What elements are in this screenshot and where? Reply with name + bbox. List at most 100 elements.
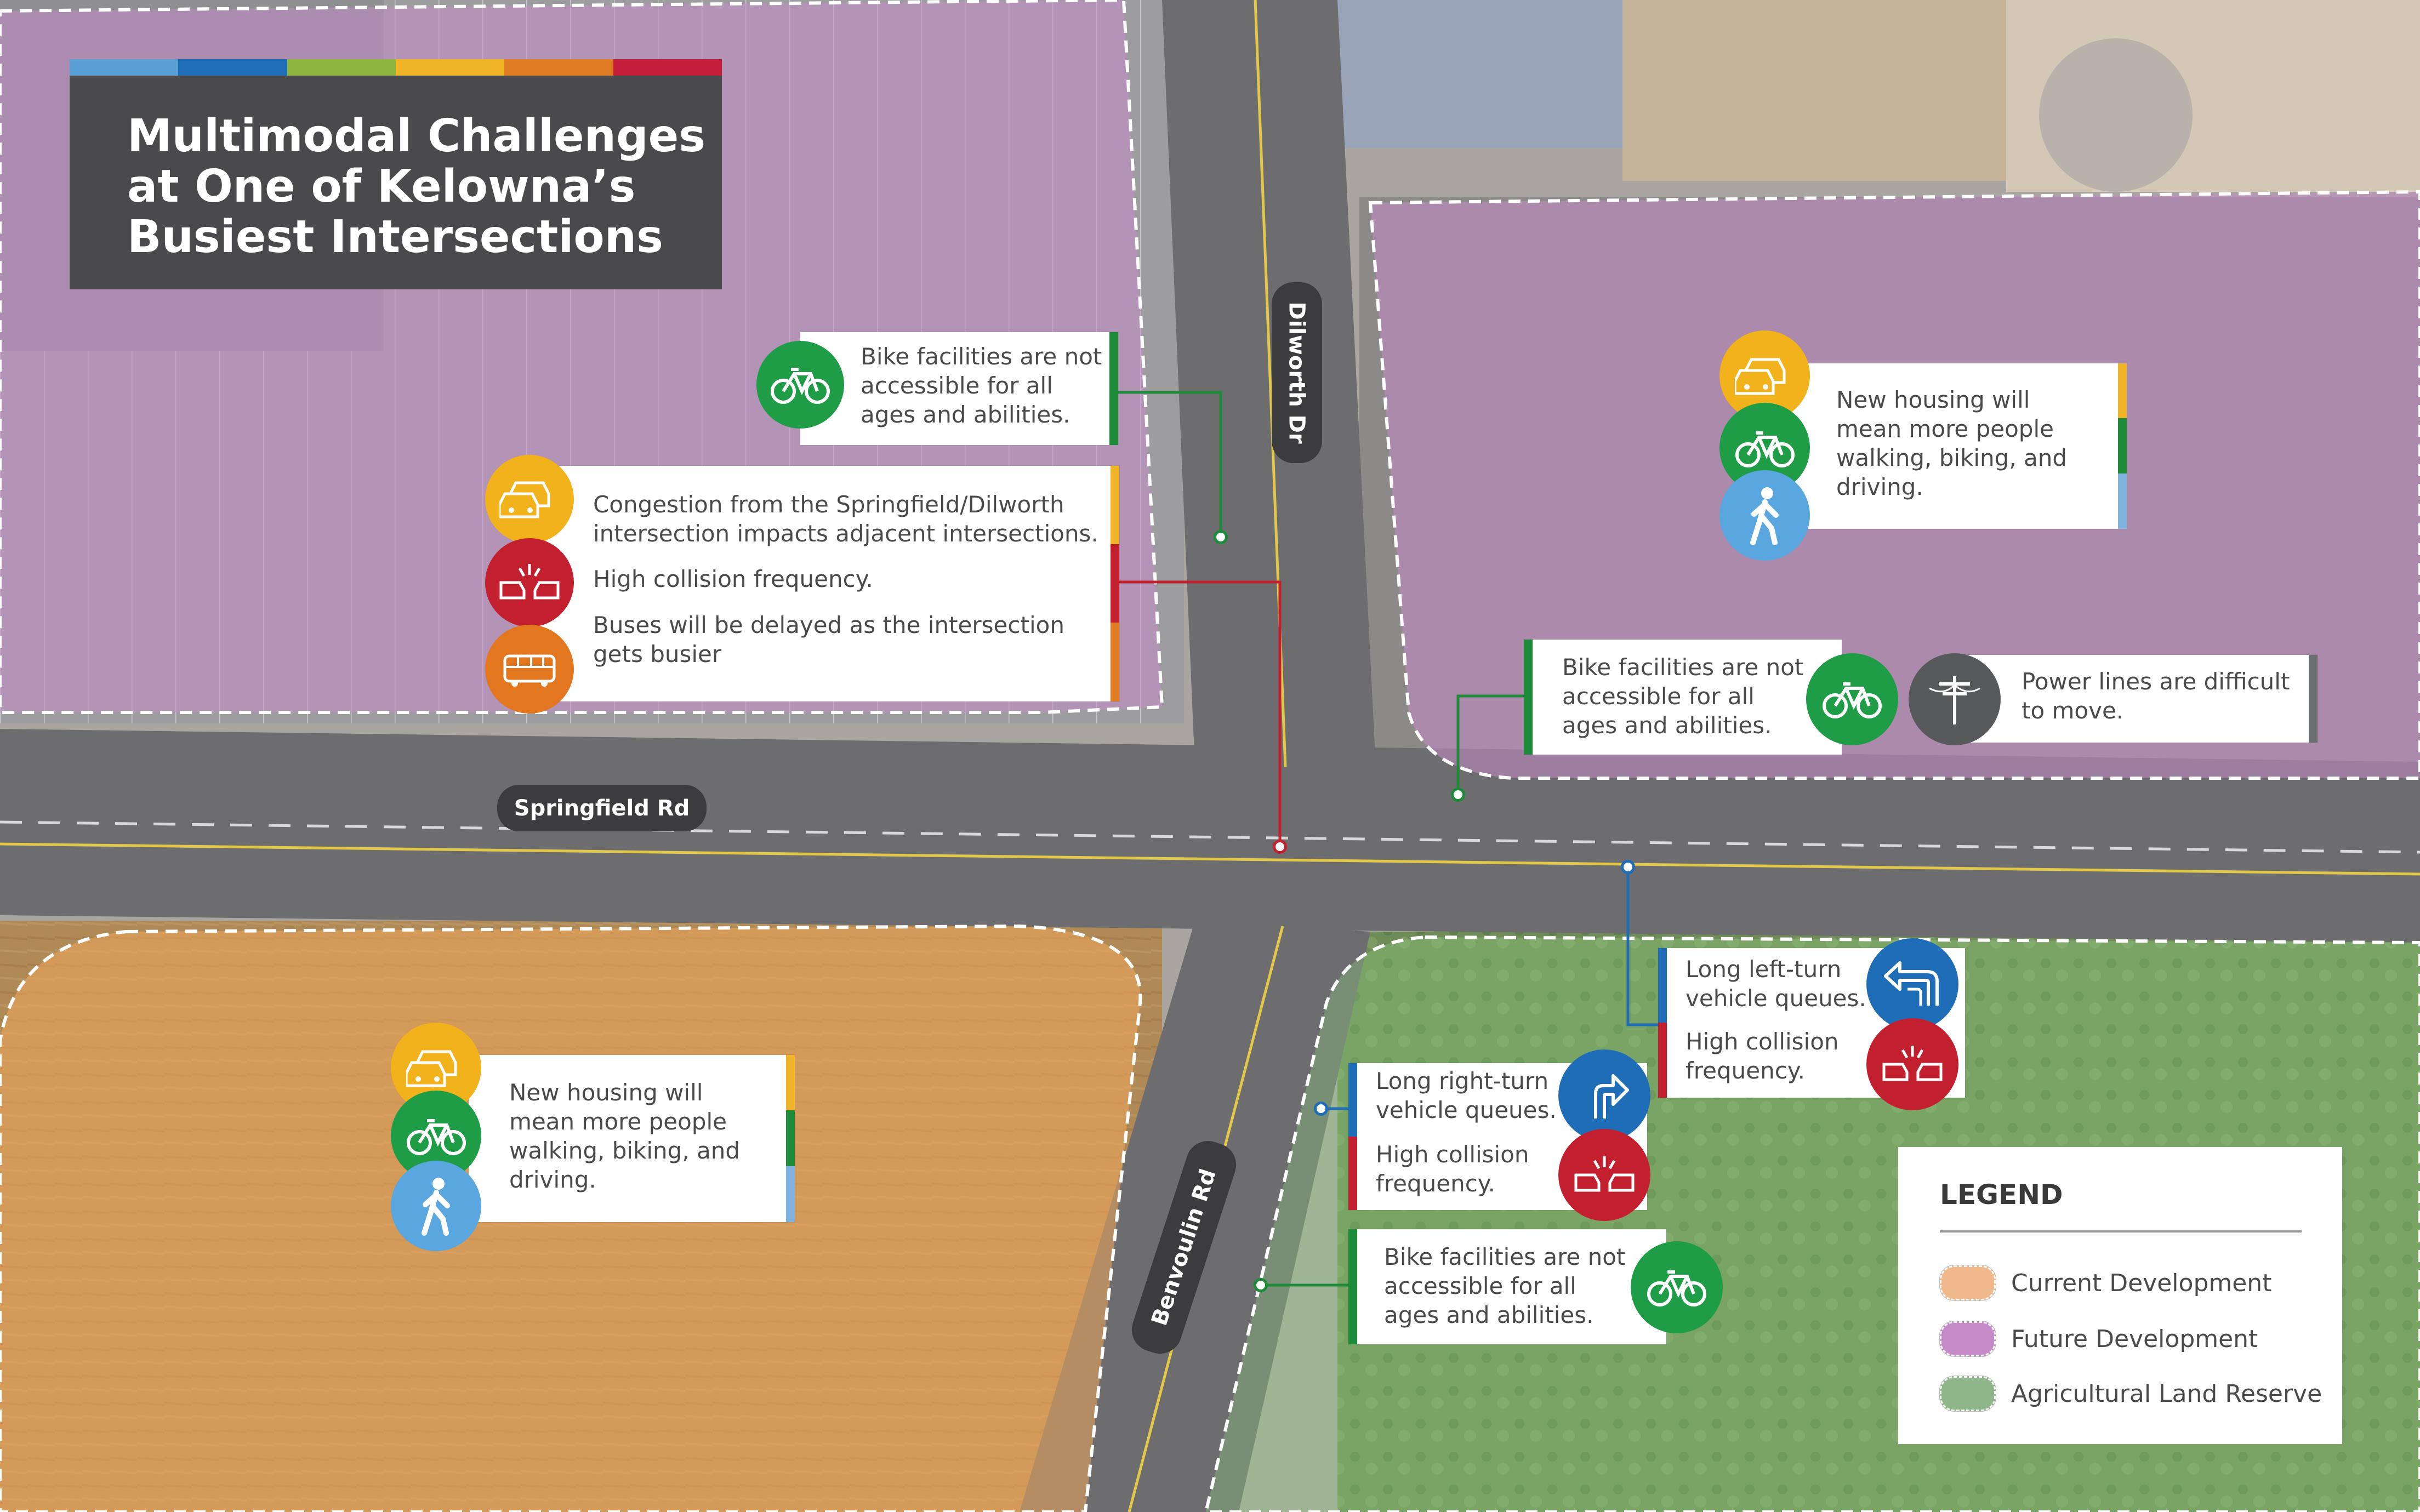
cars-icon [485, 455, 574, 544]
callout-line: intersection impacts adjacent intersecti… [593, 520, 1098, 547]
title-color-stripes [70, 59, 722, 76]
callout-text: Congestion from the Springfield/Dilworth… [593, 490, 1098, 548]
callout-text: High collision frequency. [1686, 1027, 1839, 1085]
bus-icon [485, 625, 574, 714]
callout-text: New housing will mean more people walkin… [1836, 385, 2067, 501]
accent-bar-grey [2309, 655, 2317, 743]
callout-text: Buses will be delayed as the intersectio… [593, 610, 1064, 669]
accent-bar-red [1348, 1137, 1357, 1210]
legend-title: LEGEND [1940, 1179, 2063, 1211]
accent-bar-yellow [786, 1055, 795, 1110]
accent-bar-yellow [2118, 363, 2127, 418]
callout-line: ages and abilities. [1562, 712, 1772, 739]
legend-label: Current Development [2011, 1269, 2272, 1297]
page-title: Multimodal Challenges at One of Kelowna’… [127, 111, 708, 263]
pedestrian-icon [391, 1161, 481, 1251]
callout-bike-south: Bike facilities are not accessible for a… [1348, 1229, 1666, 1344]
road-label-dilworth: Dilworth Dr [1272, 282, 1322, 463]
callout-line: gets busier [593, 641, 722, 667]
accent-bar [1109, 332, 1118, 445]
callout-line: accessible for all [1562, 683, 1755, 710]
stripe [613, 59, 722, 76]
callout-line: driving. [1836, 473, 1923, 500]
accent-bar [1348, 1229, 1357, 1344]
callout-line: accessible for all [861, 372, 1053, 399]
cars-icon [1719, 330, 1810, 421]
legend-item-future-development: Future Development [1940, 1321, 2258, 1356]
accent-bar-red [1111, 544, 1119, 623]
legend-label: Agricultural Land Reserve [2011, 1379, 2322, 1408]
legend-swatch-alr [1940, 1376, 1996, 1411]
leader-dot-right-turn [1314, 1102, 1328, 1116]
callout-line: vehicle queues. [1376, 1097, 1557, 1123]
callout-text: Bike facilities are not accessible for a… [1384, 1242, 1625, 1330]
callout-housing-sw: New housing will mean more people walkin… [469, 1055, 795, 1222]
legend-swatch-current [1940, 1265, 1996, 1300]
collision-icon [1558, 1129, 1650, 1221]
callout-line: walking, biking, and [1836, 444, 2068, 471]
legend-swatch-future [1940, 1321, 1996, 1356]
callout-text: High collision frequency. [1376, 1140, 1529, 1198]
callout-line: vehicle queues. [1686, 985, 1866, 1012]
right-turn-icon [1558, 1049, 1650, 1142]
callout-line: Bike facilities are not [1562, 654, 1804, 681]
callout-line: mean more people [1836, 415, 2054, 442]
callout-line: frequency. [1686, 1057, 1806, 1084]
callout-line: Congestion from the Springfield/Dilworth [593, 491, 1064, 518]
callout-line: driving. [509, 1166, 596, 1193]
legend: LEGEND Current Development Future Develo… [1898, 1147, 2342, 1444]
callout-line: ages and abilities. [1384, 1302, 1594, 1328]
callout-line: accessible for all [1384, 1273, 1576, 1299]
accent-bar [1524, 640, 1533, 755]
leader-dot-bike-east [1451, 788, 1465, 802]
callout-line: mean more people [509, 1108, 727, 1135]
callout-line: to move. [2022, 697, 2124, 724]
callout-line: walking, biking, and [509, 1137, 741, 1164]
collision-icon [1866, 1018, 1958, 1110]
callout-bike-east: Bike facilities are not accessible for a… [1524, 640, 1842, 755]
stripe [504, 59, 613, 76]
callout-line: Long right-turn [1376, 1068, 1549, 1094]
road-label-text: Springfield Rd [514, 795, 690, 821]
accent-bar-blue [2118, 473, 2127, 529]
leader-dot-bike-south [1254, 1278, 1268, 1292]
stripe [178, 59, 287, 76]
callout-line: High collision [1686, 1028, 1839, 1055]
callout-line: Bike facilities are not [1384, 1243, 1626, 1270]
callout-line: Power lines are difficult [2022, 668, 2290, 695]
bike-icon [1806, 653, 1898, 745]
callout-text: High collision frequency. [593, 564, 873, 594]
callout-line: High collision [1376, 1141, 1529, 1168]
callout-line: New housing will [509, 1079, 703, 1106]
accent-bar-yellow [1111, 466, 1119, 544]
callout-line: Long left-turn [1686, 956, 1842, 983]
road-label-springfield: Springfield Rd [497, 785, 707, 831]
left-turn-icon [1866, 938, 1958, 1030]
accent-bar-blue [1658, 948, 1667, 1023]
accent-bar-red [1658, 1023, 1667, 1098]
title-panel: Multimodal Challenges at One of Kelowna’… [70, 59, 722, 289]
collision-icon [485, 538, 574, 627]
callout-line: High collision frequency. [593, 566, 873, 592]
road-label-text: Dilworth Dr [1284, 301, 1309, 444]
stripe [395, 59, 505, 76]
title-line-2: at One of Kelowna’s [127, 161, 636, 213]
callout-housing-ne: New housing will mean more people walkin… [1765, 363, 2127, 529]
callout-text: Long left-turn vehicle queues. [1686, 955, 1866, 1013]
callout-text: Power lines are difficult to move. [2022, 667, 2290, 725]
callout-text: Bike facilities are not accessible for a… [861, 342, 1102, 429]
stripe [70, 59, 179, 76]
callout-text: Bike facilities are not accessible for a… [1562, 653, 1803, 740]
accent-bar-green [2118, 418, 2127, 473]
legend-label: Future Development [2011, 1325, 2258, 1353]
callout-text: Long right-turn vehicle queues. [1376, 1066, 1557, 1125]
callout-bike-north: Bike facilities are not accessible for a… [800, 332, 1118, 445]
legend-item-current-development: Current Development [1940, 1265, 2272, 1300]
leader-dot-bike-north [1214, 530, 1228, 544]
callout-line: Buses will be delayed as the intersectio… [593, 612, 1064, 638]
pedestrian-icon [1719, 470, 1810, 561]
callout-multi-west: Congestion from the Springfield/Dilworth… [526, 466, 1119, 701]
accent-bar-blue [1348, 1063, 1357, 1137]
legend-item-agricultural-land-reserve: Agricultural Land Reserve [1940, 1376, 2322, 1411]
callout-line: frequency. [1376, 1170, 1496, 1197]
